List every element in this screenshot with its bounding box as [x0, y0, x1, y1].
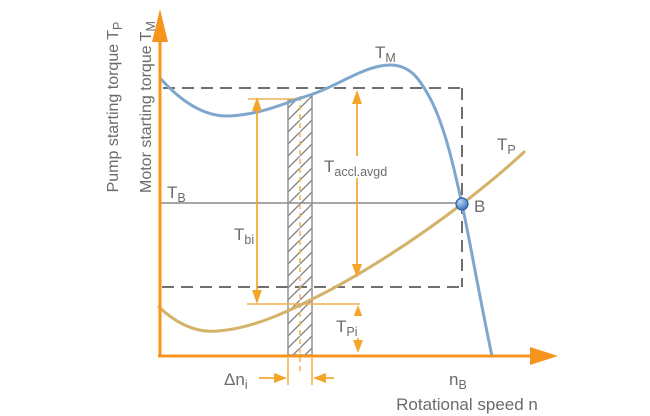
pump-curve-label: TP [497, 135, 516, 157]
operating-point-b-marker [455, 197, 469, 211]
motor-torque-curve [158, 63, 494, 358]
interval-torque-arrow [252, 97, 262, 304]
avg-accel-torque-label: Taccl.avgd [324, 157, 387, 179]
avg-accel-torque-arrow [352, 90, 362, 278]
x-axis-label: Rotational speed n [396, 395, 538, 414]
operating-speed-label: nB [449, 370, 467, 392]
x-axis-arrowhead-icon [530, 347, 558, 365]
label-backplate [320, 156, 396, 178]
point-b-label: B [474, 197, 485, 216]
pump-torque-curve [157, 150, 526, 333]
interval-torque-label: Tbi [234, 225, 254, 247]
speed-interval-arrows [259, 358, 334, 385]
y-axis-arrowhead-icon [152, 9, 168, 42]
motor-curve-label: TM [375, 43, 396, 65]
breakdown-torque-label: TB [167, 183, 186, 205]
pump-interval-torque-label: TPi [336, 317, 358, 339]
y-axis-label-pump: Pump starting torque TP [105, 22, 125, 193]
y-axis-label-motor: Motor starting torque TM [138, 21, 158, 193]
speed-interval-label: Δni [224, 370, 248, 392]
label-backplate [331, 316, 363, 338]
